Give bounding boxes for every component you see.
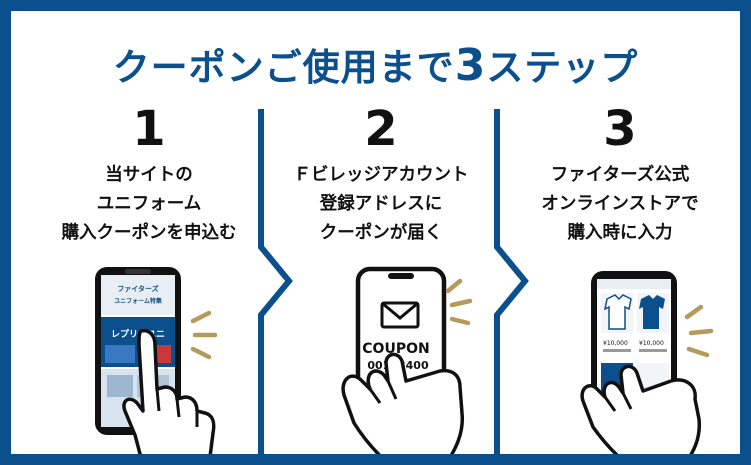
- step-number: 2: [364, 101, 398, 157]
- step-1: 1 当サイトの ユニフォーム 購入クーポンを申込む: [29, 103, 269, 248]
- mail-icon: [380, 301, 420, 329]
- step-3: 3 ファイターズ公式 オンラインストアで 購入時に入力: [500, 103, 740, 248]
- page-title: クーポンご使用まで3ステップ: [11, 37, 740, 91]
- phone-coupon-illustration: COUPON 00123400: [341, 266, 473, 454]
- input-burst-icon: [684, 304, 714, 358]
- step-description: 当サイトの ユニフォーム 購入クーポンを申込む: [61, 165, 237, 243]
- chevron-divider-1: [258, 109, 293, 454]
- store-banner-subtext: ユニフォーム特集: [114, 297, 163, 305]
- step-description: ファイターズ公式 オンラインストアで 購入時に入力: [541, 165, 699, 243]
- chevron-divider-2: [494, 109, 529, 454]
- notify-burst-icon: [445, 278, 473, 326]
- title-prefix: クーポンご使用まで: [112, 46, 455, 89]
- step-number: 1: [132, 101, 166, 157]
- step-number: 3: [603, 101, 637, 157]
- coupon-label: COUPON: [362, 341, 429, 357]
- store-banner-text: ファイターズ: [117, 284, 158, 293]
- title-number: 3: [454, 40, 487, 91]
- title-suffix: ステップ: [486, 46, 639, 89]
- tap-burst-icon: [190, 310, 218, 360]
- step-description: Ｆビレッジアカウント 登録アドレスに クーポンが届く: [293, 165, 469, 243]
- phone-store-illustration: ¥10,000 ¥10,000: [580, 271, 714, 454]
- phone-tap-illustration: ファイターズ ユニフォーム特集 レプリカユニ: [95, 267, 218, 454]
- step-2: 2 Ｆビレッジアカウント 登録アドレスに クーポンが届く: [261, 103, 501, 248]
- product-price-1: ¥10,000: [603, 340, 628, 347]
- product-price-2: ¥10,000: [639, 340, 664, 347]
